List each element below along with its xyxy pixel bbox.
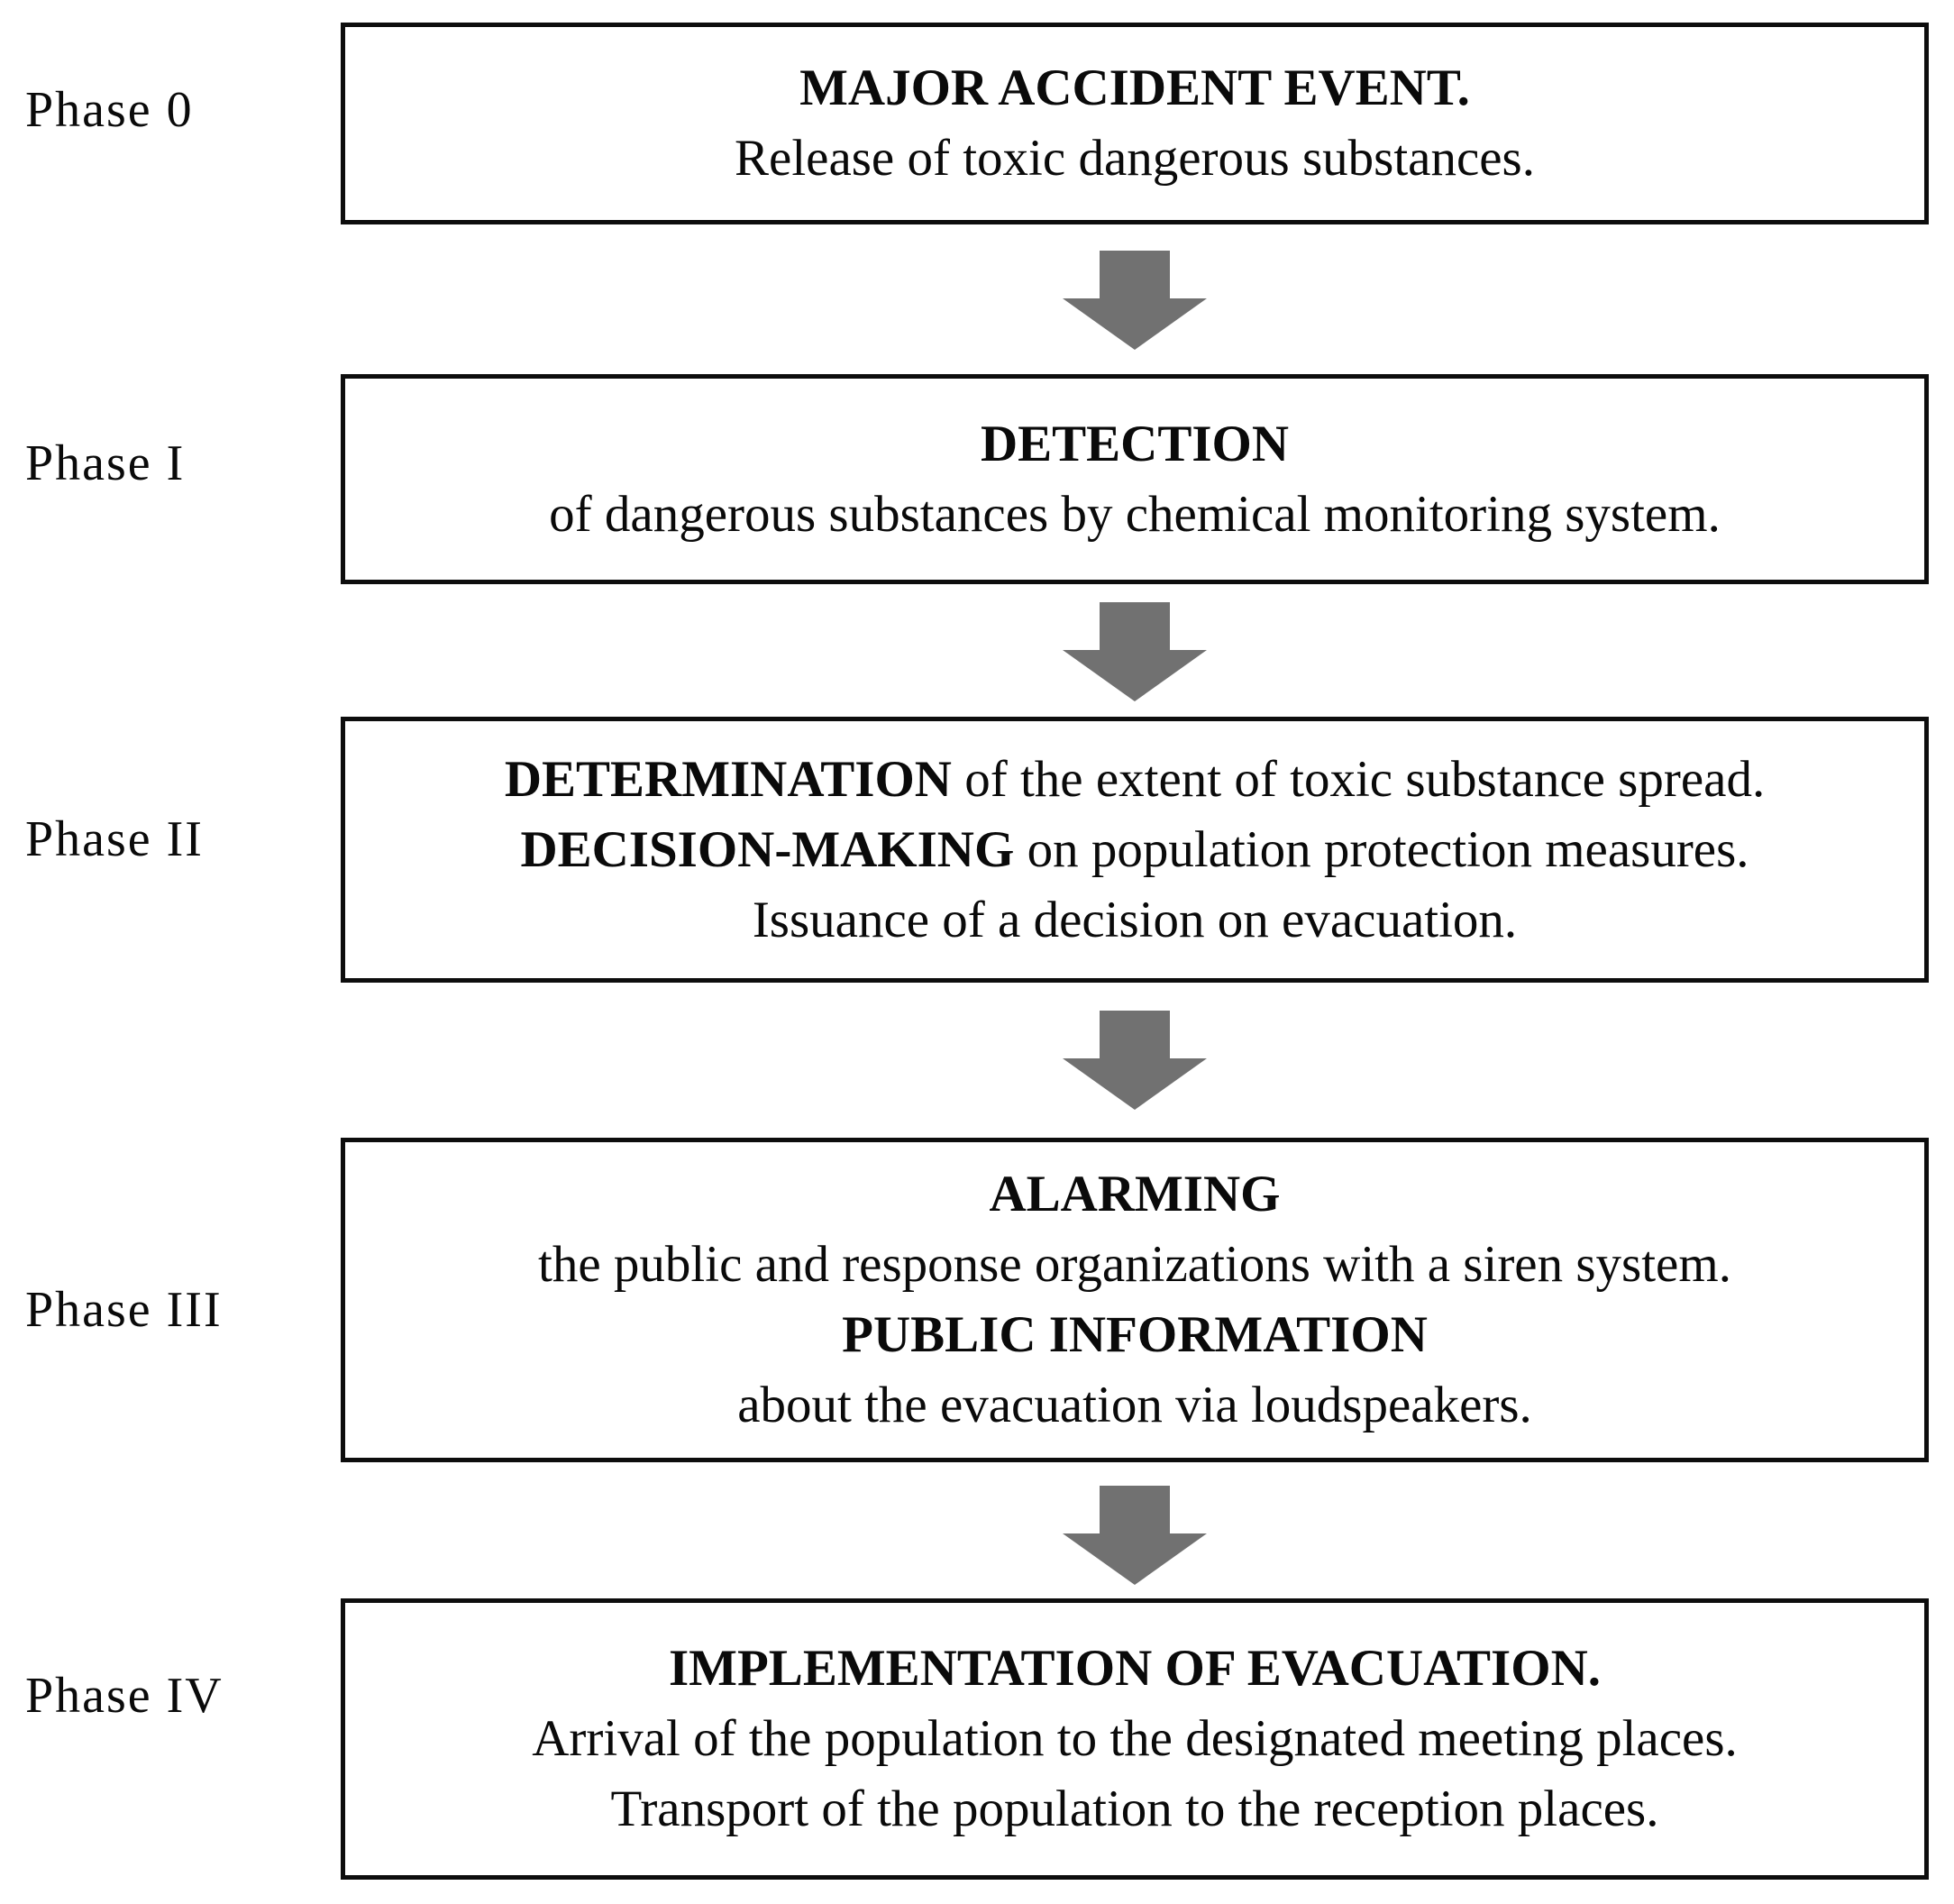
box-line-text: on population protection measures. [1014,820,1749,878]
down-arrow-icon [1063,1486,1207,1585]
phase-label-4: Phase IV [25,1668,224,1724]
box-line-bold-text: DETERMINATION [504,750,952,808]
arrow-shaft [1100,602,1170,650]
box-line-text: Transport of the population to the recep… [610,1780,1659,1837]
box-line: Release of toxic dangerous substances. [735,124,1535,194]
box-line-bold-text: PUBLIC INFORMATION [842,1306,1428,1363]
arrow-head [1063,1058,1207,1110]
phase-box-determination-decision-making: DETERMINATION of the extent of toxic sub… [341,717,1929,983]
box-line: DECISION-MAKING on population protection… [520,815,1749,885]
box-line: Transport of the population to the recep… [611,1774,1659,1844]
phase-box-alarming-public-information: ALARMING the public and response organiz… [341,1138,1929,1462]
box-line: PUBLIC INFORMATION [842,1300,1428,1370]
arrow-shaft [1100,251,1170,298]
arrow-head [1063,650,1207,701]
down-arrow-icon [1063,1011,1207,1110]
box-line-bold-text: DECISION-MAKING [520,820,1015,878]
box-line: DETECTION [981,409,1289,480]
arrow-head [1063,298,1207,350]
arrow-shaft [1100,1486,1170,1533]
box-line-bold-text: IMPLEMENTATION OF EVACUATION. [669,1640,1601,1697]
box-line-bold-text: DETECTION [980,415,1290,472]
box-line: MAJOR ACCIDENT EVENT. [799,53,1470,124]
down-arrow-icon [1063,251,1207,350]
arrow-head [1063,1533,1207,1585]
phase-box-major-accident-event: MAJOR ACCIDENT EVENT. Release of toxic d… [341,23,1929,224]
box-line-text: of dangerous substances by chemical moni… [549,485,1721,543]
phase-box-detection: DETECTION of dangerous substances by che… [341,374,1929,584]
box-line-text: Release of toxic dangerous substances. [735,130,1535,187]
phase-label-3: Phase III [25,1282,223,1338]
arrow-shaft [1100,1011,1170,1058]
down-arrow-icon [1063,602,1207,701]
phase-box-implementation-of-evacuation: IMPLEMENTATION OF EVACUATION. Arrival of… [341,1598,1929,1880]
box-line: IMPLEMENTATION OF EVACUATION. [669,1634,1601,1704]
box-line-text: about the evacuation via loudspeakers. [737,1377,1532,1433]
box-line: DETERMINATION of the extent of toxic sub… [505,745,1765,815]
box-line: about the evacuation via loudspeakers. [737,1370,1532,1441]
box-line: of dangerous substances by chemical moni… [549,480,1721,550]
box-line: ALARMING [990,1159,1281,1230]
box-line-bold-text: MAJOR ACCIDENT EVENT. [799,60,1470,116]
box-line-text: of the extent of toxic substance spread. [951,750,1766,808]
box-line-text: the public and response organizations wi… [538,1236,1731,1293]
box-line: Issuance of a decision on evacuation. [753,885,1517,956]
box-line-text: Arrival of the population to the designa… [532,1710,1738,1767]
phase-label-2: Phase II [25,811,204,867]
phase-label-1: Phase I [25,435,186,491]
box-line-text: Issuance of a decision on evacuation. [752,891,1518,948]
phase-label-0: Phase 0 [25,82,194,138]
box-line: Arrival of the population to the designa… [532,1704,1738,1774]
box-line-bold-text: ALARMING [989,1166,1281,1222]
box-line: the public and response organizations wi… [538,1230,1731,1300]
